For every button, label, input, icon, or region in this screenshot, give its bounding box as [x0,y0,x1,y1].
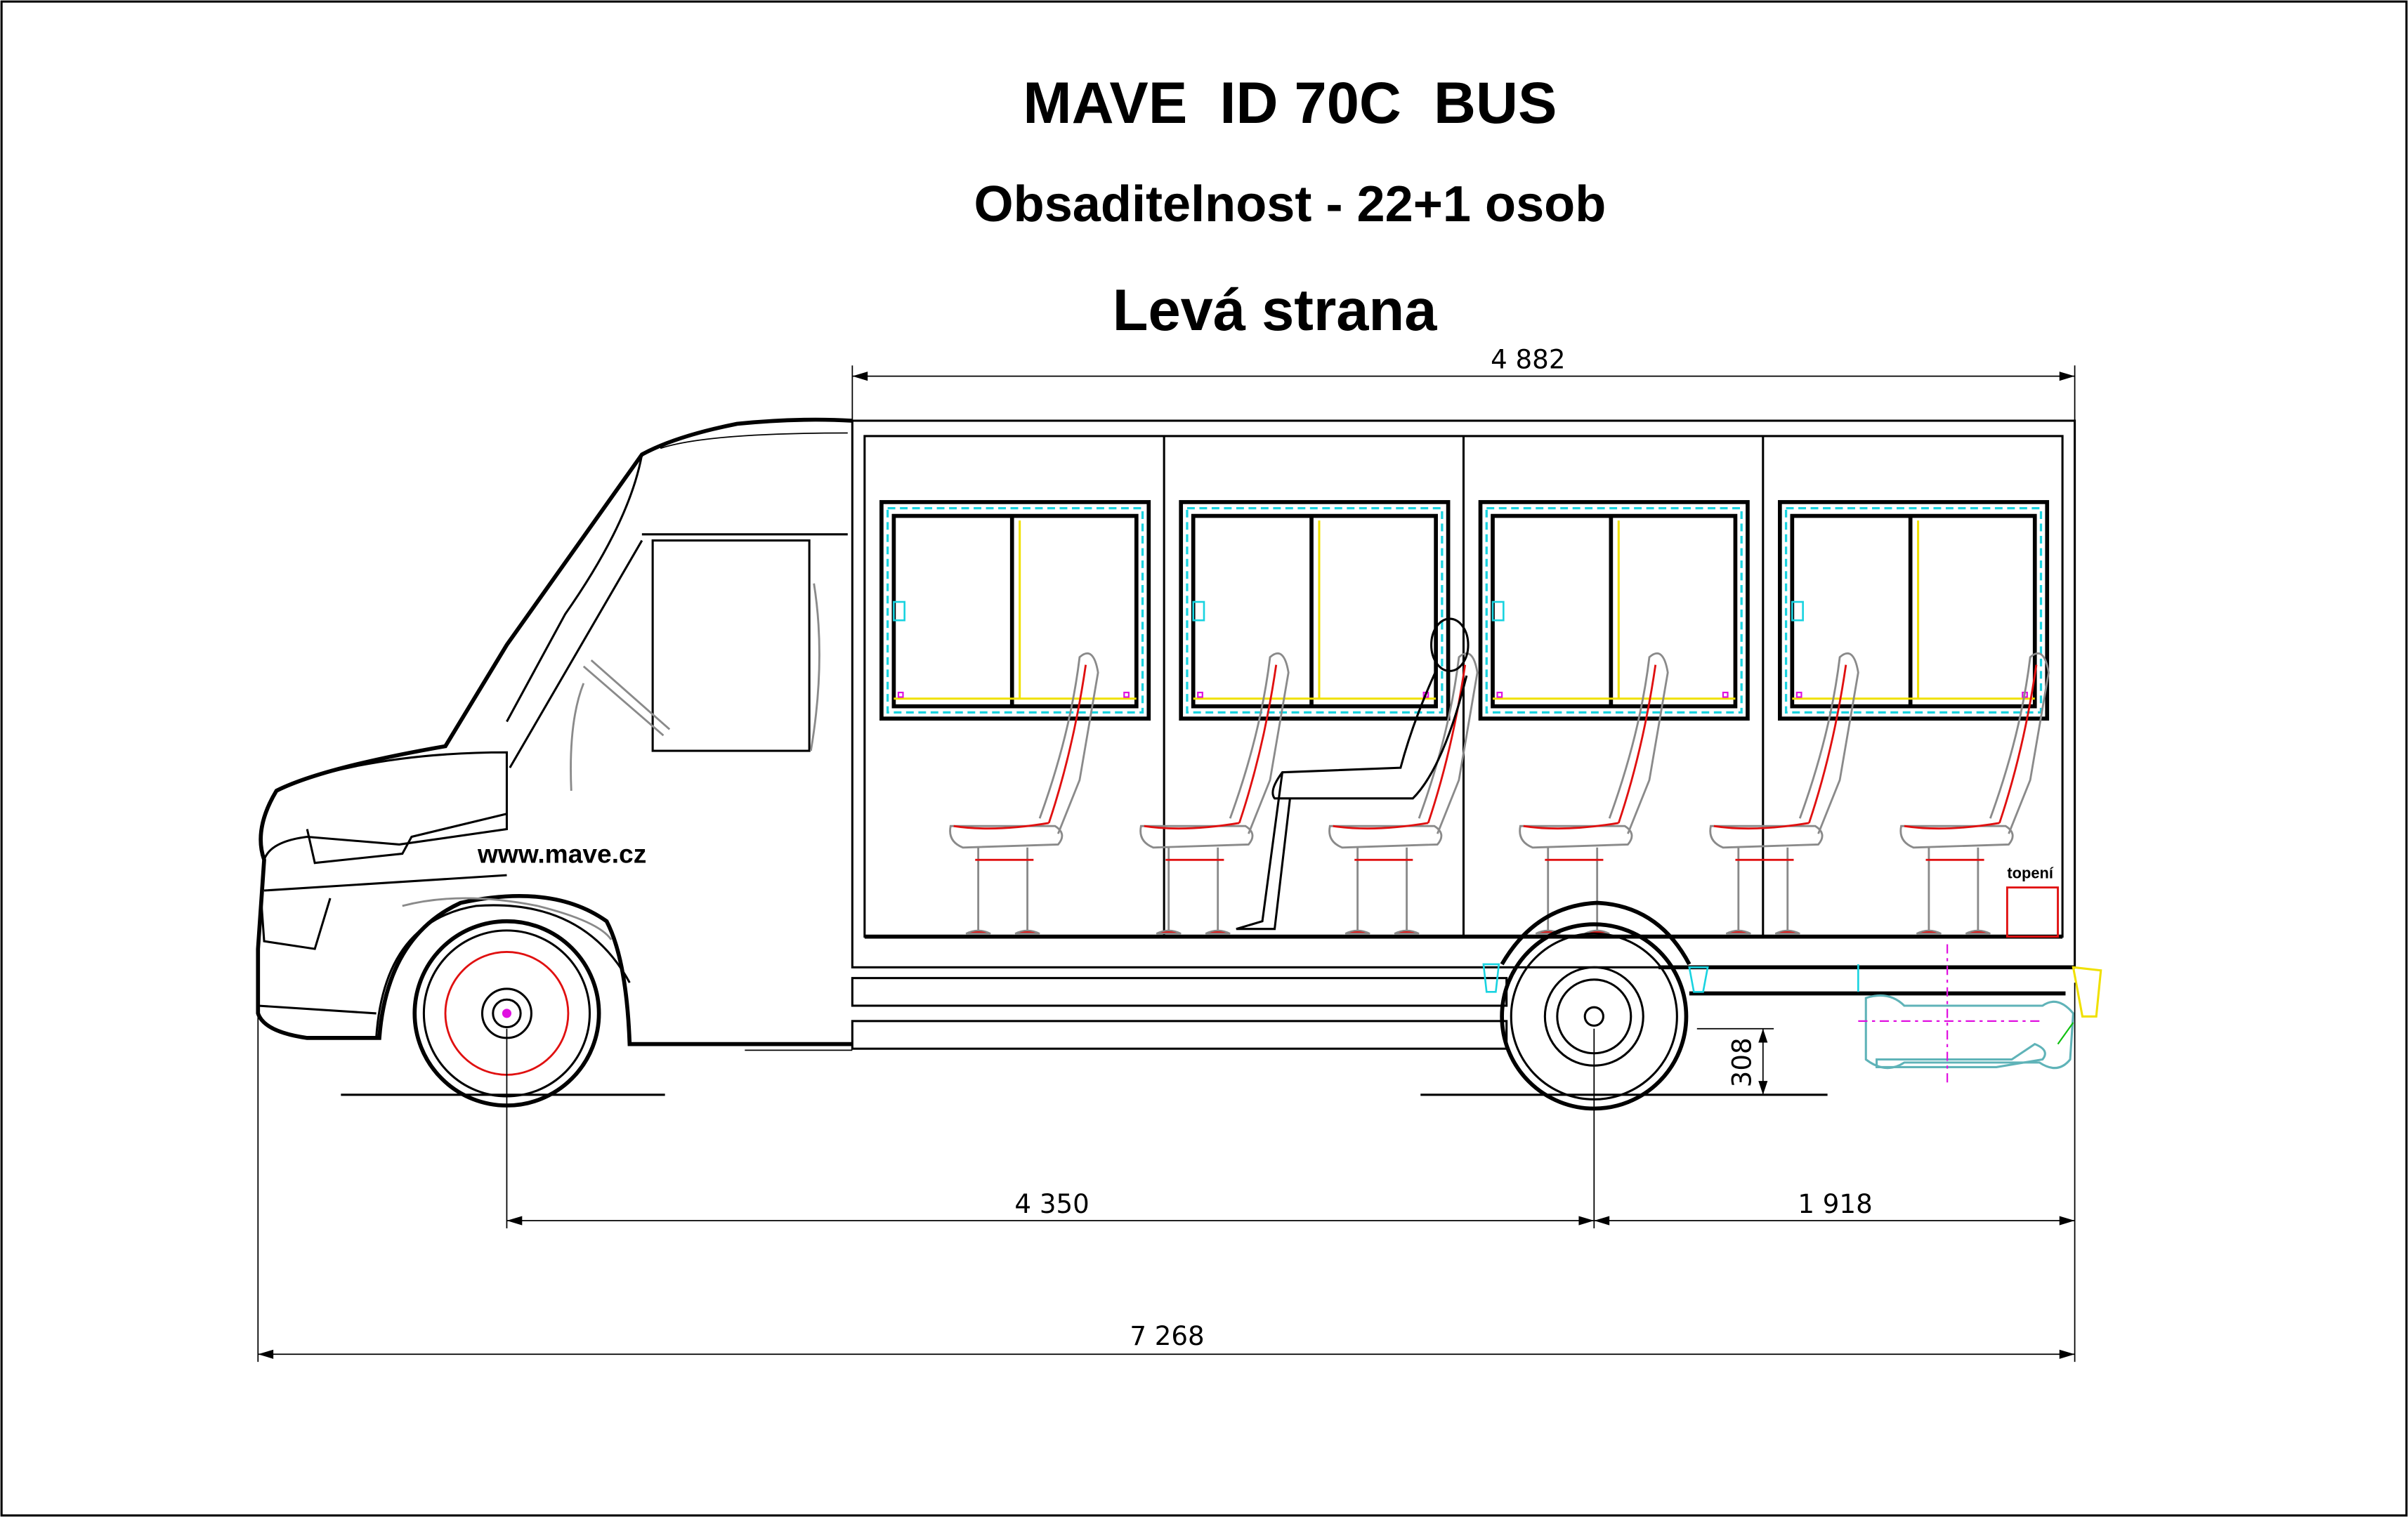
rear-wheel [1420,900,1828,1111]
seat-3 [1328,652,1479,935]
dimension-rear-overhang: 1 918 [1594,983,2076,1362]
dimension-ground-clearance: 308 [1696,1027,1774,1095]
svg-text:1 918: 1 918 [1798,1189,1872,1219]
dimension-body-length: 4 882 [851,345,2076,423]
view-side-label: Levá strana [1113,277,1438,343]
seat-4 [1519,652,1669,935]
heater-label: topení [2007,865,2053,882]
dimension-total-length: 7 268 [257,1013,2075,1362]
window-4 [1780,502,2047,718]
svg-text:7 268: 7 268 [1130,1321,1204,1351]
passenger-figure [1236,617,1470,931]
svg-text:4 350: 4 350 [1014,1189,1089,1219]
heater: topení [2005,865,2059,938]
seat-1 [949,652,1099,935]
seat-5 [1709,652,1859,935]
window-3 [1481,502,1748,718]
svg-text:308: 308 [1727,1037,1757,1087]
website-label: www.mave.cz [477,839,646,869]
svg-text:4 882: 4 882 [1491,345,1565,375]
drawing-title: MAVE ID 70C BUS [1023,70,1557,136]
window-2 [1181,502,1448,718]
dimension-wheelbase: 4 350 [506,1028,1595,1228]
capacity-subtitle: Obsaditelnost - 22+1 osob [974,176,1607,232]
fuel-tank [1857,944,2102,1083]
bus-cab: www.mave.cz [256,417,853,1051]
window-1 [882,502,1149,718]
